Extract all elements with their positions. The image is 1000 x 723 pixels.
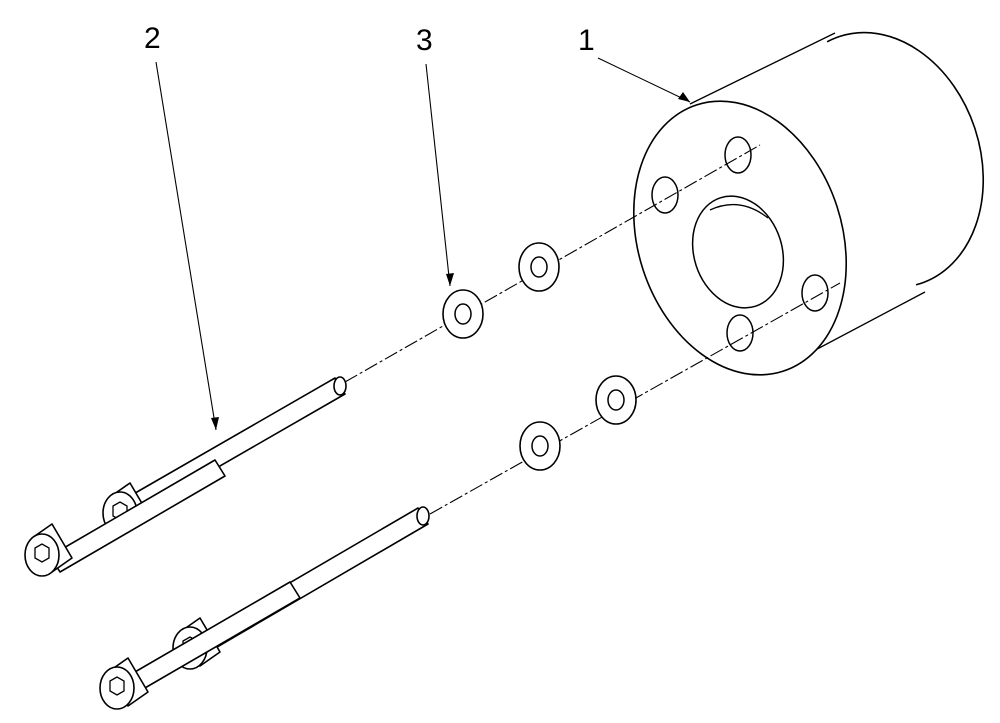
screw-upper-left [24,459,226,577]
callout-label-1: 1 [578,24,595,57]
callout-leaders [155,57,691,431]
callout-label-2: 2 [144,22,161,55]
washer-upper-far [518,242,560,292]
screw-lower-left [99,581,301,710]
washer-lower-far [595,375,637,425]
spacer-block [632,31,985,376]
washer-lower-near [519,421,561,471]
callout-label-3: 3 [416,24,433,57]
washer-upper-near [442,289,484,339]
